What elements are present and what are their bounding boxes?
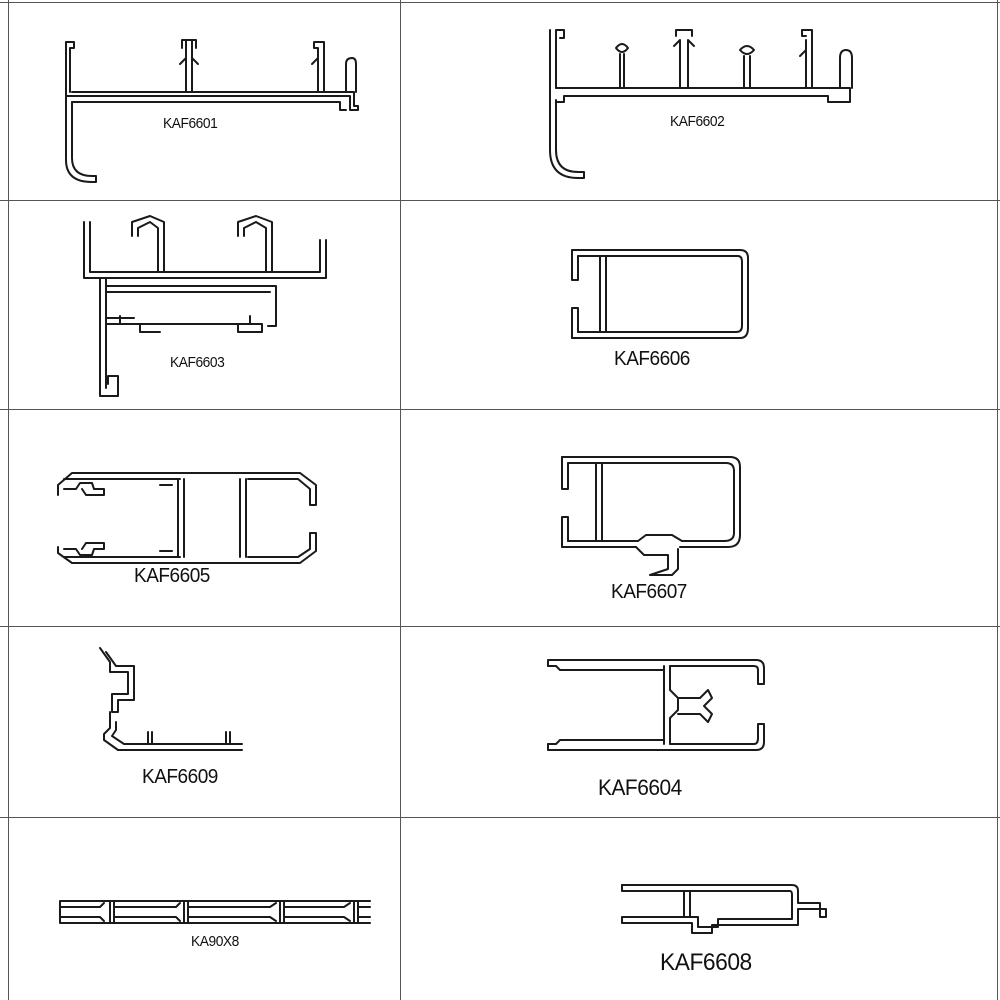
profile-cell-kaf6608: KAF6608 (400, 817, 1000, 1000)
profile-cell-kaf6604: KAF6604 (400, 626, 1000, 817)
profile-label-kaf6609: KAF6609 (142, 766, 218, 788)
profile-drawing-kaf6607 (561, 456, 741, 576)
profile-label-ka90x8: KA90X8 (191, 933, 239, 950)
profile-drawing-kaf6601 (65, 39, 359, 183)
grid-line-left (8, 0, 9, 1000)
profile-cell-kaf6609: KAF6609 (0, 626, 400, 817)
profile-label-kaf6606: KAF6606 (614, 348, 690, 370)
profile-cell-kaf6607: KAF6607 (400, 409, 1000, 626)
profile-label-kaf6605: KAF6605 (134, 565, 210, 587)
grid-line-row-3 (0, 626, 1000, 627)
profile-label-kaf6603: KAF6603 (170, 354, 225, 371)
profile-label-kaf6608: KAF6608 (660, 949, 752, 976)
profile-drawing-kaf6602 (549, 29, 853, 179)
grid-line-center (400, 0, 401, 1000)
profile-cell-ka90x8: KA90X8 (0, 817, 400, 1000)
grid-line-top (0, 2, 1000, 3)
profile-label-kaf6601: KAF6601 (163, 115, 218, 132)
profile-drawing-kaf6603 (83, 215, 327, 397)
profile-cell-kaf6606: KAF6606 (400, 200, 1000, 409)
profile-drawing-kaf6608 (621, 884, 827, 934)
profile-cell-kaf6603: KAF6603 (0, 200, 400, 409)
profile-drawing-kaf6609 (99, 647, 243, 751)
grid-line-row-2 (0, 409, 1000, 410)
profile-drawing-ka90x8 (59, 900, 371, 924)
profile-cell-kaf6602: KAF6602 (400, 0, 1000, 200)
profile-label-kaf6604: KAF6604 (598, 775, 682, 800)
profile-label-kaf6607: KAF6607 (611, 581, 687, 603)
profile-cell-kaf6605: KAF6605 (0, 409, 400, 626)
grid-line-row-1 (0, 200, 1000, 201)
profile-label-kaf6602: KAF6602 (670, 113, 725, 130)
grid-line-right (997, 0, 998, 1000)
grid-line-row-4 (0, 817, 1000, 818)
profile-cell-kaf6601: KAF6601 (0, 0, 400, 200)
profile-drawing-kaf6605 (57, 472, 317, 564)
profile-drawing-kaf6604 (547, 659, 765, 751)
profile-drawing-kaf6606 (571, 249, 749, 339)
